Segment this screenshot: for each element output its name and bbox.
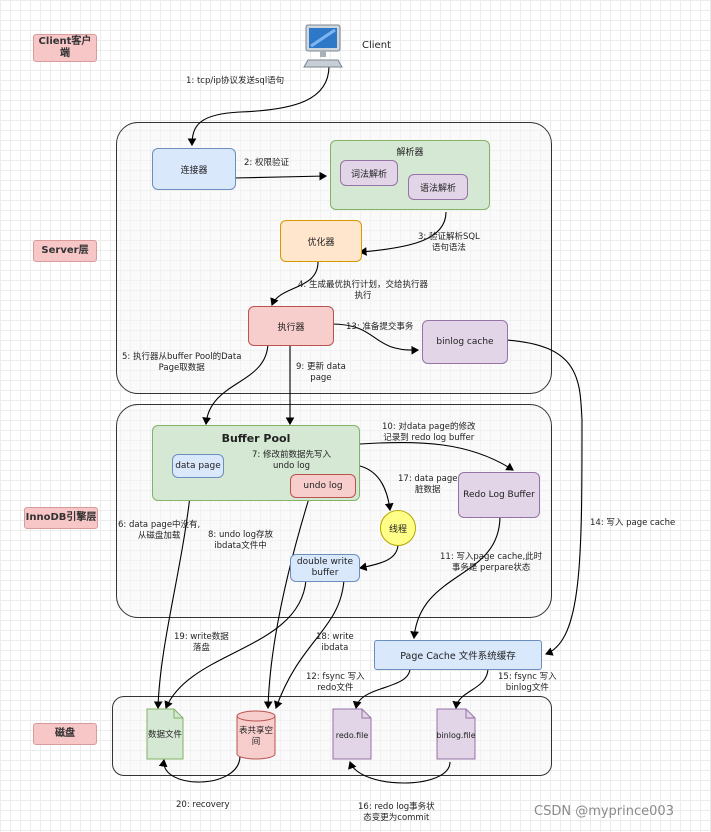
step-18-label: 18: write ibdata [316,632,354,653]
step-11-label: 11: 写入page cache,此时 事务是 perpare状态 [440,552,543,573]
double-write-buffer-box: double write buffer [290,554,360,582]
lexical-parse-box: 词法解析 [340,160,398,186]
buffer-pool-title: Buffer Pool [221,432,291,445]
step-20-label: 20: recovery [176,800,230,810]
computer-icon [300,22,346,70]
executor-box: 执行器 [248,306,334,346]
binlog-file-label: binlog.file [436,731,476,740]
server-layer-tag: Server层 [33,240,97,262]
client-layer-tag: Client客户 端 [33,34,97,62]
step-8-label: 8: undo log存放 ibdata文件中 [208,530,274,551]
step-17-label: 17: data page 脏数据 [398,474,458,495]
redo-log-buffer-box: Redo Log Buffer [458,472,540,518]
syntax-parse-box: 语法解析 [408,174,468,200]
step-9-label: 9: 更新 data page [296,362,346,383]
step-5-label: 5: 执行器从buffer Pool的Data Page取数据 [122,352,242,373]
step-14-label: 14: 写入 page cache [590,518,676,528]
step-13-label: 13: 准备提交事务 [346,322,414,332]
redo-file-label: redo.file [335,731,369,740]
step-16-label: 16: redo log事务状 态变更为commit [358,802,435,823]
shared-tablespace-cylinder: 表共享空 间 [236,710,276,760]
connector-box: 连接器 [152,148,236,190]
redo-file-doc: redo.file [332,708,372,760]
step-19-label: 19: write数据 落盘 [174,632,229,653]
step-2-label: 2: 权限验证 [244,158,289,168]
data-file-label: 数据文件 [147,730,182,740]
step-6-label: 6: data page中没有, 从磁盘加载 [118,520,201,541]
binlog-cache-box: binlog cache [422,320,508,364]
client-label: Client [362,40,391,51]
step-4-label: 4: 生成最优执行计划，交给执行器 执行 [298,280,428,301]
step-3-label: 3: 验证解析SQL 语句语法 [418,232,480,253]
data-file-doc: 数据文件 [146,708,184,760]
disk-layer-tag: 磁盘 [33,723,97,745]
watermark: CSDN @myprince003 [534,804,674,819]
step-1-label: 1: tcp/ip协议发送sql语句 [186,76,285,86]
shared-tablespace-label: 表共享空 间 [238,726,273,747]
binlog-file-doc: binlog.file [436,708,476,760]
thread-circle: 线程 [380,510,416,546]
undo-log-box: undo log [290,474,356,498]
step-12-label: 12: fsync 写入 redo文件 [306,672,365,693]
disk-layer-region [112,696,552,776]
step-10-label: 10: 对data page的修改 记录到 redo log buffer [382,422,476,443]
page-cache-box: Page Cache 文件系统缓存 [374,640,542,670]
step-15-label: 15: fsync 写入 binlog文件 [498,672,557,693]
step-7-label: 7: 修改前数据先写入 undo log [252,450,331,471]
parser-title: 解析器 [396,148,424,158]
optimizer-box: 优化器 [280,220,362,262]
innodb-layer-tag: InnoDB引擎层 [24,507,98,529]
data-page-box: data page [172,454,224,478]
